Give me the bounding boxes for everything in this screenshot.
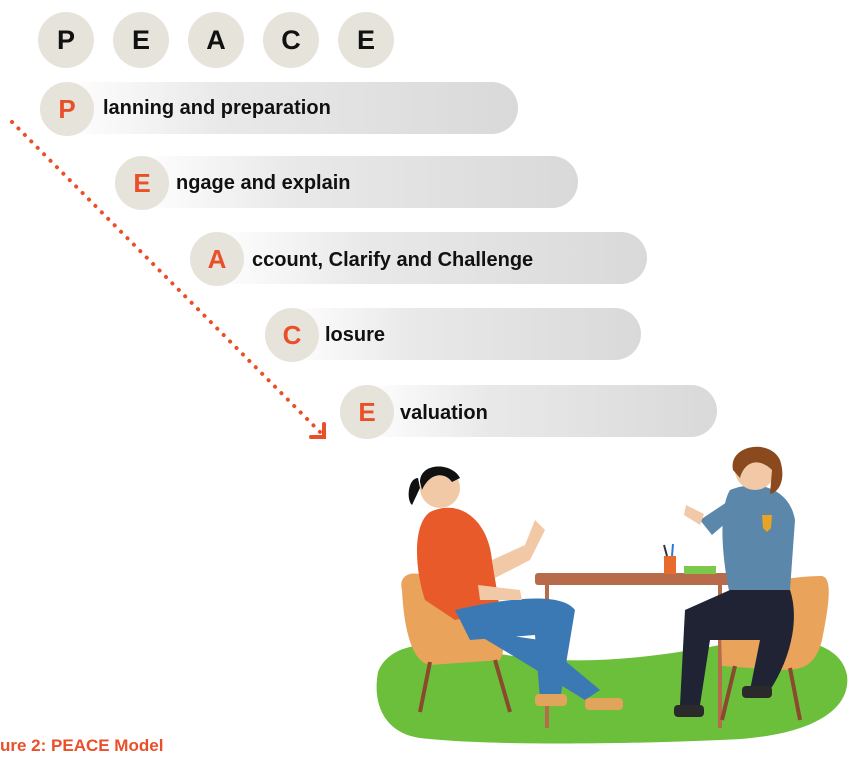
step-bar-engage xyxy=(135,156,578,208)
step-letter-e2: E xyxy=(340,385,394,439)
figure-caption: ure 2: PEACE Model xyxy=(0,736,164,755)
person-left-icon xyxy=(408,466,623,710)
arrow-head-icon xyxy=(309,422,326,439)
header-letter-p: P xyxy=(38,12,94,68)
step-letter-a: A xyxy=(190,232,244,286)
step-letter-e: E xyxy=(115,156,169,210)
person-right-icon xyxy=(674,446,795,717)
step-bar-closure xyxy=(286,308,641,360)
step-bar-account xyxy=(210,232,647,284)
step-label-closure: losure xyxy=(325,324,386,346)
step-label-account: ccount, Clarify and Challenge xyxy=(252,249,534,271)
step-bar-evaluation xyxy=(360,385,717,437)
header-letter-e: E xyxy=(113,12,169,68)
header-letter-c: C xyxy=(263,12,319,68)
step-label-engage: ngage and explain xyxy=(176,172,351,194)
header-letter-e2: E xyxy=(338,12,394,68)
step-bar-planning xyxy=(60,82,518,134)
dotted-arrow-icon xyxy=(10,120,322,434)
header-letter-a: A xyxy=(188,12,244,68)
step-label-evaluation: valuation xyxy=(400,402,488,424)
step-letter-p: P xyxy=(40,82,94,136)
step-letter-c: C xyxy=(265,308,319,362)
step-label-planning: lanning and preparation xyxy=(103,97,331,119)
